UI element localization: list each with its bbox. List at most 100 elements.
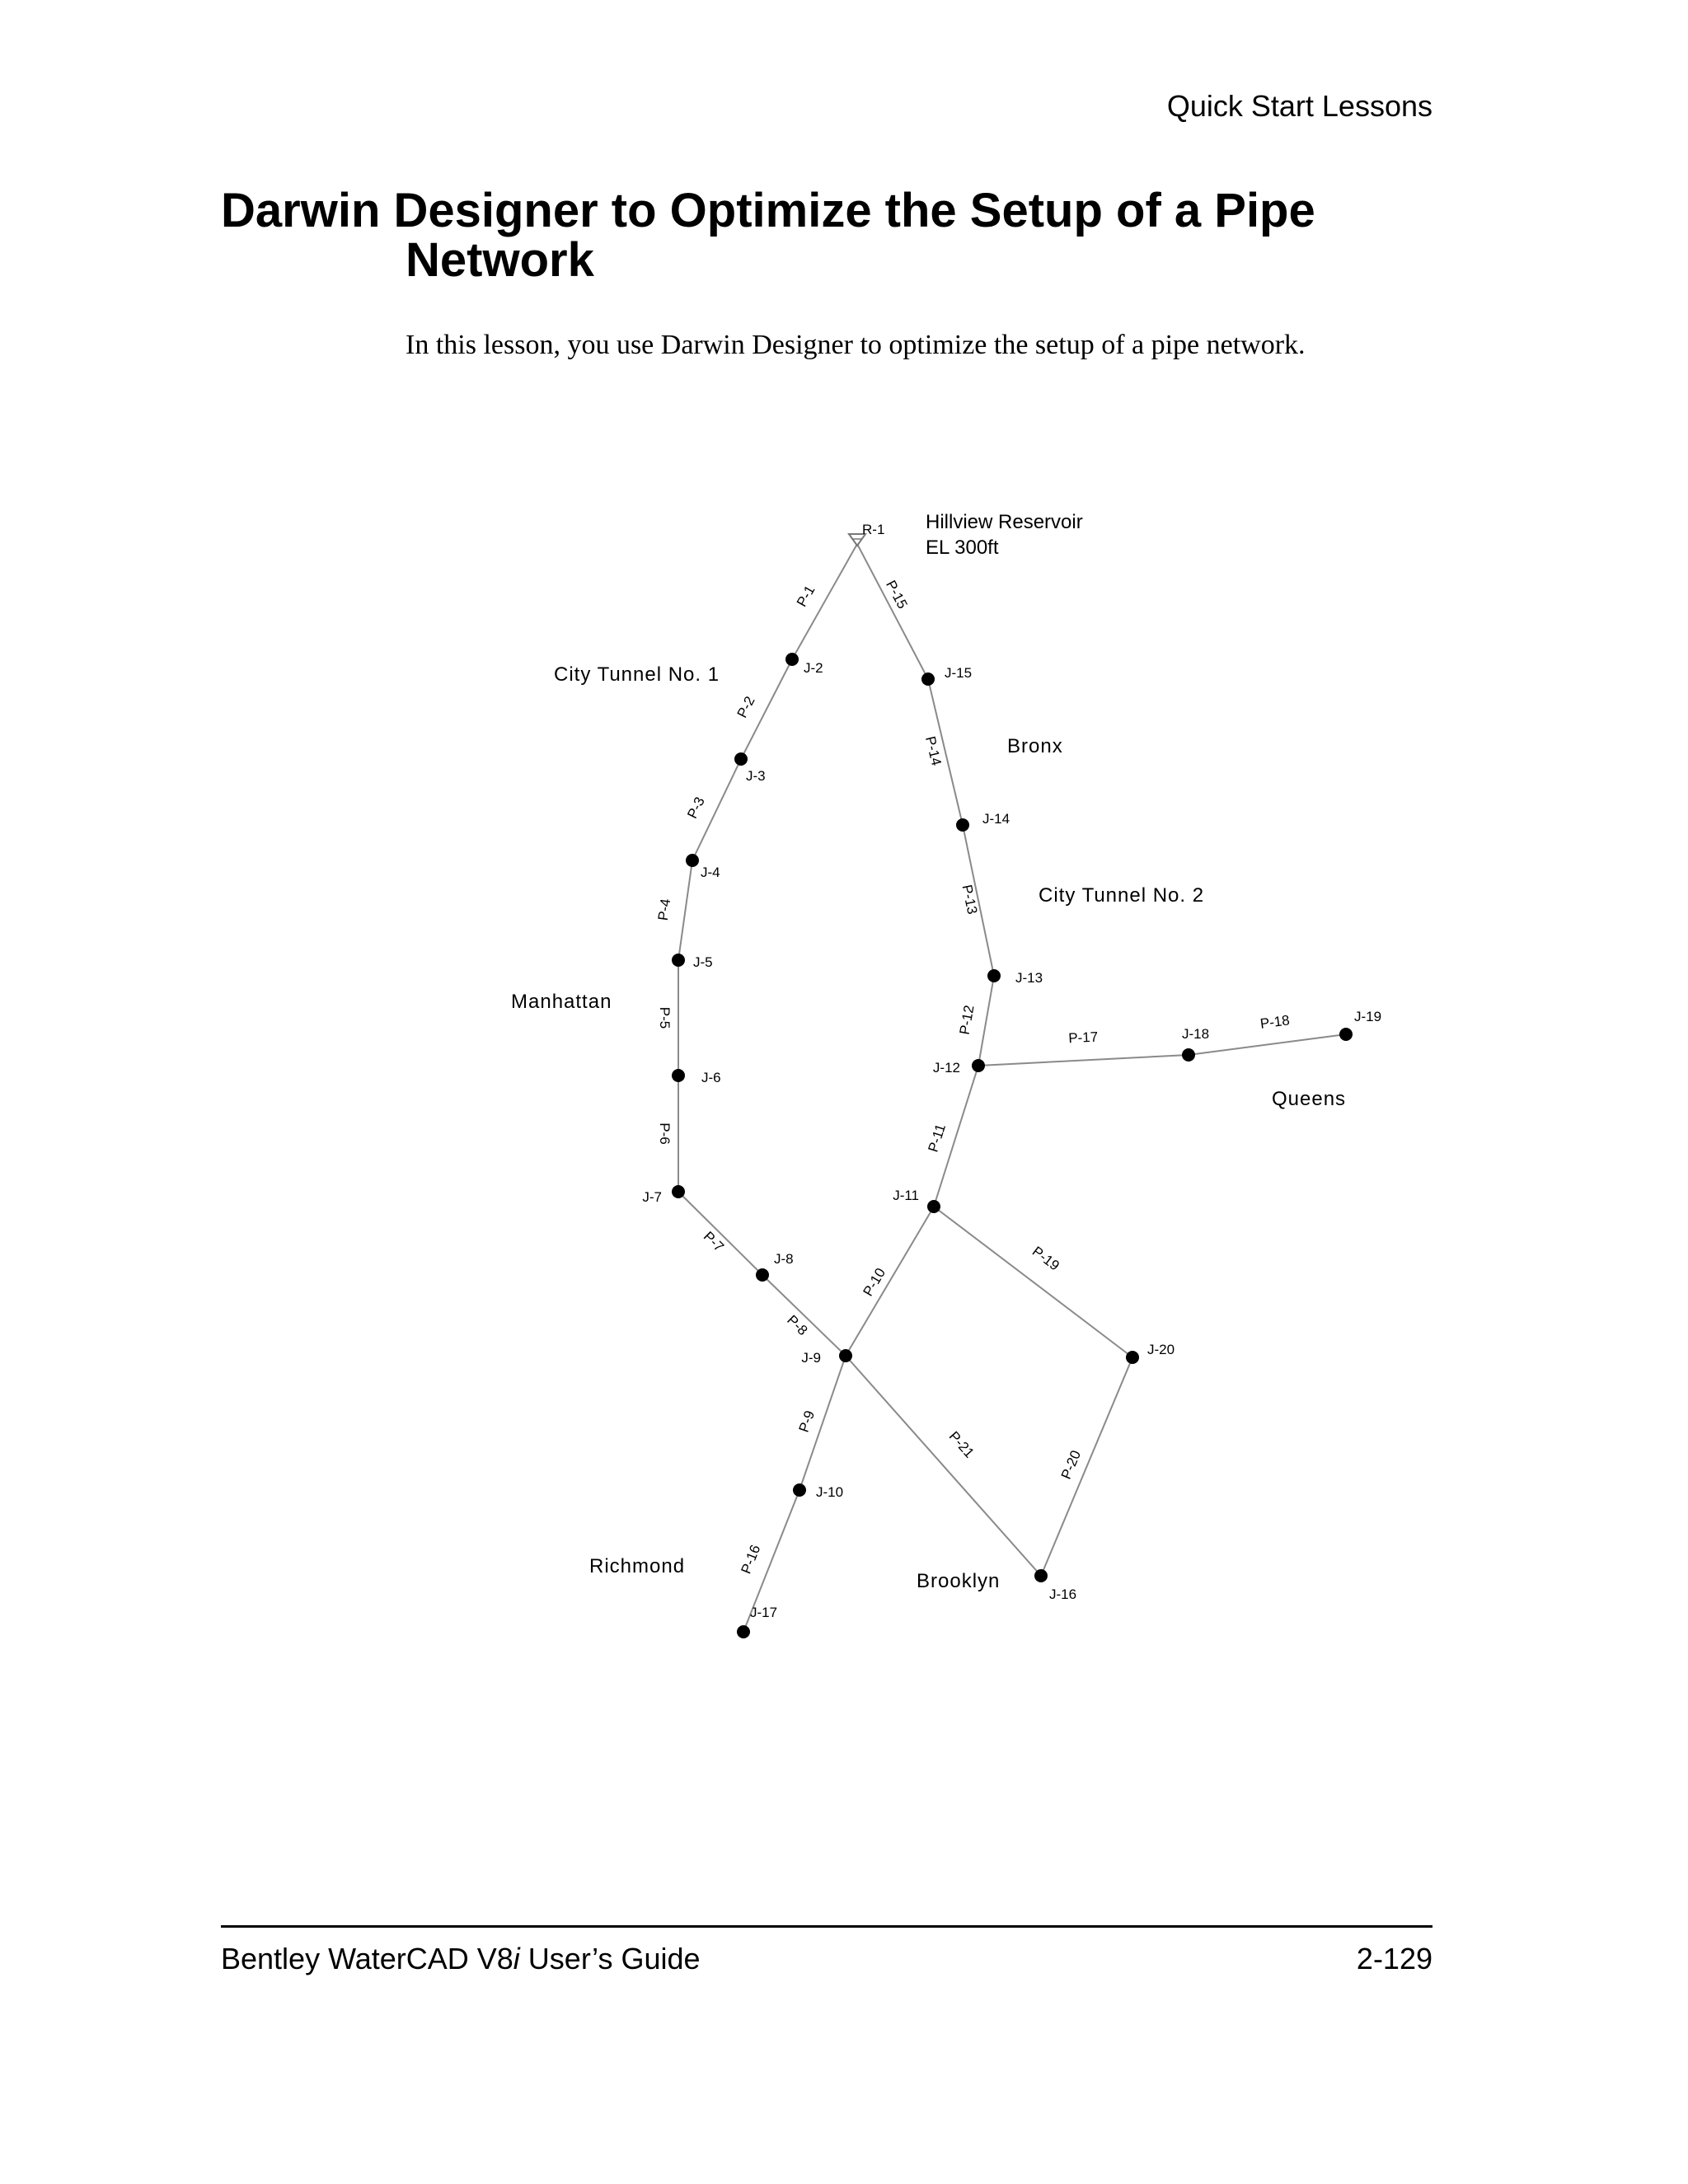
pipe-label: P-9 bbox=[796, 1408, 818, 1434]
pipe-label: P-19 bbox=[1029, 1244, 1062, 1274]
pipe-p-10 bbox=[845, 1206, 935, 1357]
junction-label: J-12 bbox=[933, 1060, 960, 1076]
pipe-label: P-3 bbox=[684, 794, 708, 821]
pipe-p-16 bbox=[743, 1489, 800, 1633]
junction-label: J-11 bbox=[893, 1188, 919, 1203]
pipe-label: P-4 bbox=[655, 898, 673, 921]
area-label-brooklyn: Brooklyn bbox=[917, 1570, 1000, 1592]
junction-label: J-2 bbox=[804, 660, 823, 676]
pipe-label: P-1 bbox=[794, 583, 818, 609]
junction-j-7 bbox=[672, 1185, 685, 1198]
pipe-label: P-2 bbox=[734, 694, 758, 720]
junction-j-14 bbox=[956, 818, 969, 832]
page-number: 2-129 bbox=[1356, 1942, 1432, 1975]
junction-j-11 bbox=[927, 1200, 940, 1213]
pipe-label: P-15 bbox=[883, 578, 911, 612]
area-label-manhattan: Manhattan bbox=[511, 991, 612, 1013]
pipe-label: P-10 bbox=[860, 1265, 889, 1299]
junction-j-12 bbox=[972, 1059, 985, 1072]
junction-j-2 bbox=[785, 653, 799, 666]
pipe-label: P-21 bbox=[946, 1428, 978, 1460]
pipe-label: P-18 bbox=[1259, 1012, 1291, 1032]
junction-label: J-19 bbox=[1354, 1009, 1381, 1024]
area-label-city-tunnel-no-1: City Tunnel No. 1 bbox=[554, 663, 720, 686]
area-label-richmond: Richmond bbox=[589, 1555, 685, 1577]
junction-label: J-16 bbox=[1049, 1586, 1076, 1602]
reservoir-name: Hillview Reservoir bbox=[926, 511, 1083, 533]
footer-book-title: Bentley WaterCAD V8i User’s Guide bbox=[221, 1942, 701, 1975]
junction-label: J-13 bbox=[1015, 970, 1043, 986]
junction-j-20 bbox=[1126, 1351, 1139, 1364]
junction-j-16 bbox=[1034, 1569, 1048, 1582]
pipes-layer bbox=[678, 543, 1347, 1633]
area-label-queens: Queens bbox=[1272, 1088, 1346, 1110]
junction-label: J-6 bbox=[701, 1070, 721, 1085]
pipe-label: P-13 bbox=[959, 883, 980, 916]
pipe-p-20 bbox=[1040, 1357, 1133, 1577]
pipe-label: P-17 bbox=[1068, 1029, 1099, 1047]
area-label-bronx: Bronx bbox=[1007, 735, 1063, 757]
pipe-p-17 bbox=[978, 1054, 1189, 1066]
pipe-p-13 bbox=[962, 824, 995, 977]
pipe-p-21 bbox=[845, 1355, 1042, 1577]
pipe-p-4 bbox=[678, 860, 693, 961]
pipe-label: P-7 bbox=[701, 1229, 727, 1255]
junction-j-10 bbox=[793, 1483, 806, 1497]
pipe-label: P-6 bbox=[657, 1122, 673, 1144]
labels-layer: P-1P-2P-3P-4P-5P-6P-7P-8P-9P-10P-11P-12P… bbox=[511, 511, 1381, 1620]
pipe-p-1 bbox=[791, 543, 858, 660]
junction-j-17 bbox=[737, 1625, 750, 1638]
running-header: Quick Start Lessons bbox=[1166, 89, 1432, 123]
pipe-p-18 bbox=[1188, 1033, 1347, 1056]
pipe-label: P-12 bbox=[957, 1004, 978, 1036]
footer-rule bbox=[221, 1925, 1432, 1928]
pipe-p-2 bbox=[740, 658, 793, 760]
page-title-line-2: Network bbox=[406, 233, 594, 287]
pipe-p-14 bbox=[927, 678, 964, 826]
junction-label: J-8 bbox=[774, 1251, 794, 1267]
pipe-label: P-11 bbox=[925, 1122, 949, 1154]
junction-label: J-20 bbox=[1147, 1342, 1175, 1357]
junction-j-9 bbox=[839, 1349, 852, 1362]
junction-j-4 bbox=[686, 854, 699, 867]
junction-label: J-5 bbox=[693, 954, 713, 970]
pipe-p-11 bbox=[933, 1065, 979, 1207]
intro-paragraph: In this lesson, you use Darwin Designer … bbox=[406, 330, 1306, 360]
area-label-city-tunnel-no-2: City Tunnel No. 2 bbox=[1039, 884, 1204, 907]
pipe-p-19 bbox=[933, 1206, 1133, 1358]
page-title-line-1: Darwin Designer to Optimize the Setup of… bbox=[221, 184, 1315, 237]
junction-label: J-9 bbox=[801, 1350, 821, 1366]
junction-j-6 bbox=[672, 1069, 685, 1082]
junction-j-3 bbox=[734, 752, 748, 766]
junction-label: J-10 bbox=[816, 1484, 843, 1500]
junction-label: J-14 bbox=[982, 811, 1010, 827]
pipe-label: P-20 bbox=[1058, 1448, 1084, 1481]
pipe-p-15 bbox=[856, 543, 929, 680]
junction-label: J-7 bbox=[642, 1189, 662, 1205]
junction-j-19 bbox=[1339, 1028, 1353, 1041]
junction-j-15 bbox=[921, 673, 935, 686]
junction-label: J-17 bbox=[750, 1605, 777, 1620]
reservoir-icon bbox=[847, 533, 867, 547]
junction-j-18 bbox=[1182, 1048, 1195, 1062]
reservoir-elevation: EL 300ft bbox=[926, 537, 999, 559]
junction-j-13 bbox=[987, 969, 1001, 982]
pipe-label: P-16 bbox=[738, 1543, 763, 1576]
junction-label: J-3 bbox=[746, 768, 766, 784]
pipe-p-12 bbox=[978, 975, 995, 1066]
pipe-p-7 bbox=[678, 1191, 763, 1276]
nodes-layer bbox=[672, 533, 1353, 1638]
junction-label: J-4 bbox=[701, 865, 720, 880]
reservoir-label: R-1 bbox=[862, 522, 884, 537]
junction-label: J-15 bbox=[945, 665, 972, 681]
junction-j-5 bbox=[672, 954, 685, 967]
junction-j-8 bbox=[756, 1268, 769, 1282]
pipe-p-3 bbox=[692, 758, 742, 861]
pipe-label: P-14 bbox=[922, 735, 945, 767]
junction-label: J-18 bbox=[1182, 1026, 1209, 1042]
pipe-label: P-8 bbox=[784, 1312, 810, 1338]
pipe-p-9 bbox=[799, 1355, 846, 1491]
pipe-p-8 bbox=[762, 1274, 846, 1357]
pipe-label: P-5 bbox=[657, 1007, 673, 1029]
